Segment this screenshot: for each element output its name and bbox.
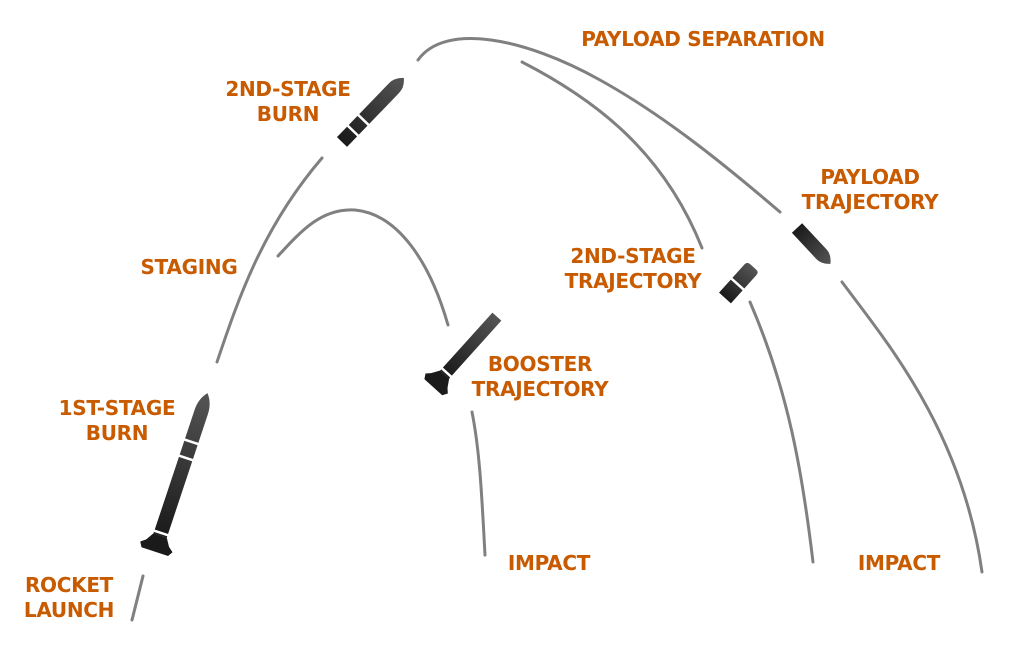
label-line: ROCKET (24, 573, 114, 597)
label-line: 2ND-STAGE (570, 244, 696, 268)
booster-descent-path (470, 410, 487, 557)
ascent-path (215, 156, 324, 364)
label-line: TRAJECTORY (564, 269, 702, 293)
full-rocket-icon (140, 393, 210, 557)
payload-arc-path (416, 37, 782, 214)
second-stage-rocket-icon (336, 77, 404, 147)
second-stage-arc-path (520, 60, 704, 250)
label-line: TRAJECTORY (471, 377, 609, 401)
label-line: PAYLOAD (820, 165, 920, 189)
second-stage-descent-path (748, 300, 815, 564)
label-line: BURN (256, 102, 320, 126)
spent-second-stage-icon (719, 262, 758, 304)
label-line: 1ST-STAGE (58, 396, 176, 420)
label-staging: STAGING (140, 255, 238, 279)
label-payload-separation: PAYLOAD SEPARATION (581, 27, 825, 51)
label-line: BOOSTER (487, 352, 593, 376)
booster-icon (424, 312, 502, 396)
label-line: LAUNCH (23, 598, 115, 622)
booster-arc-path (276, 208, 450, 327)
label-impact-booster: IMPACT (507, 551, 591, 575)
payload-descent-path (840, 280, 984, 574)
label-line: TRAJECTORY (801, 190, 939, 214)
label-impact-stages: IMPACT (857, 551, 941, 575)
payload-icon (791, 223, 831, 264)
label-line: 2ND-STAGE (225, 77, 351, 101)
launch-path (130, 574, 145, 622)
label-line: BURN (85, 421, 149, 445)
